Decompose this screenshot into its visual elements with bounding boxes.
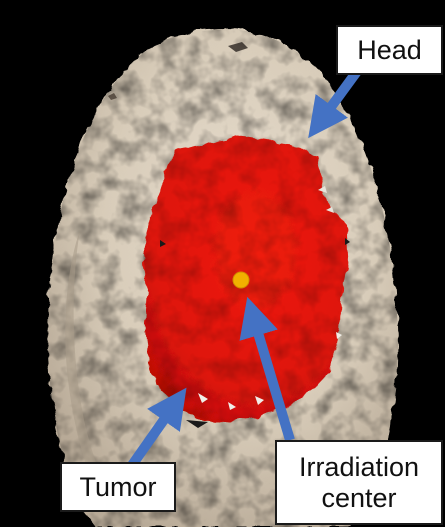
head-label: Head xyxy=(357,35,422,65)
irradiation-center-label-box: Irradiation center xyxy=(275,440,443,525)
irradiation-center-marker xyxy=(233,272,249,288)
irradiation-label-line1: Irradiation xyxy=(299,452,419,482)
irradiation-label-line2: center xyxy=(321,483,396,513)
head-label-box: Head xyxy=(336,25,443,75)
tumor-label: Tumor xyxy=(79,472,156,502)
tumor-label-box: Tumor xyxy=(60,462,176,512)
